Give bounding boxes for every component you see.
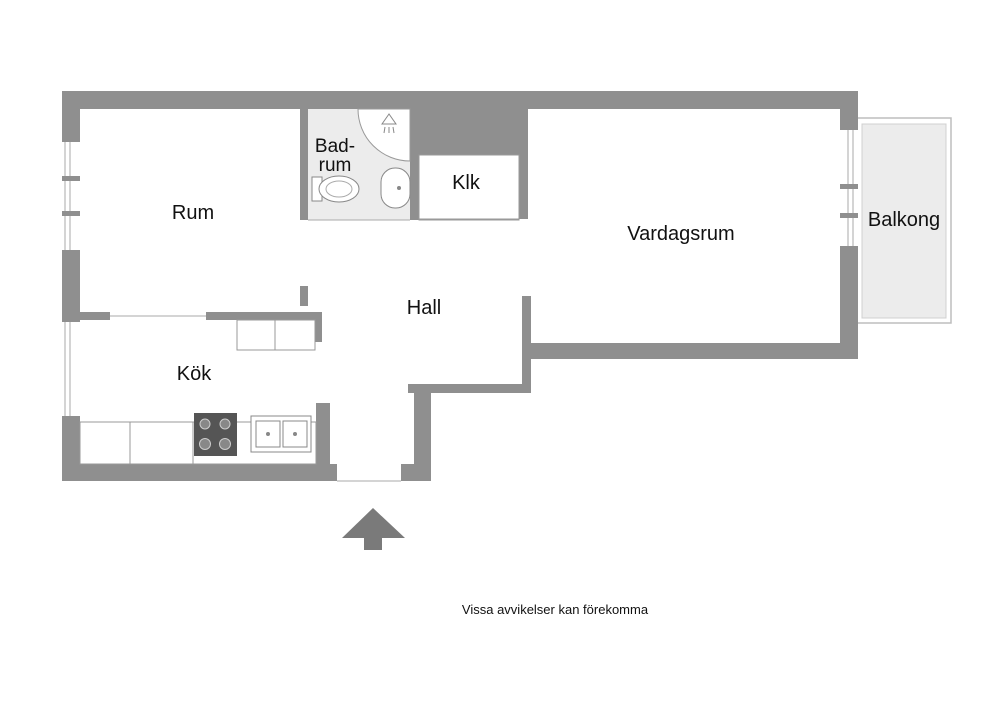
sink-icon: [380, 167, 411, 209]
kitchen-sink-icon: [250, 415, 312, 453]
room-label-badrum-line2: rum: [319, 155, 352, 176]
room-label-rum: Rum: [172, 202, 214, 224]
shower-icon: [357, 108, 411, 162]
room-label-hall: Hall: [407, 297, 441, 319]
room-label-kok: Kök: [177, 363, 212, 385]
entrance-arrow-icon: [342, 508, 405, 550]
toilet-icon: [311, 175, 360, 203]
room-label-badrum-line1: Bad-: [315, 136, 355, 157]
windows: [62, 130, 860, 416]
balcony: [856, 117, 952, 324]
stove-icon: [194, 413, 237, 456]
room-label-balkong: Balkong: [868, 209, 940, 231]
upper-cabinets: [236, 319, 316, 351]
closet: [418, 154, 520, 221]
disclaimer-text: Vissa avvikelser kan förekomma: [461, 602, 649, 617]
room-label-klk: Klk: [452, 172, 481, 194]
room-label-vardagsrum: Vardagsrum: [627, 223, 734, 245]
